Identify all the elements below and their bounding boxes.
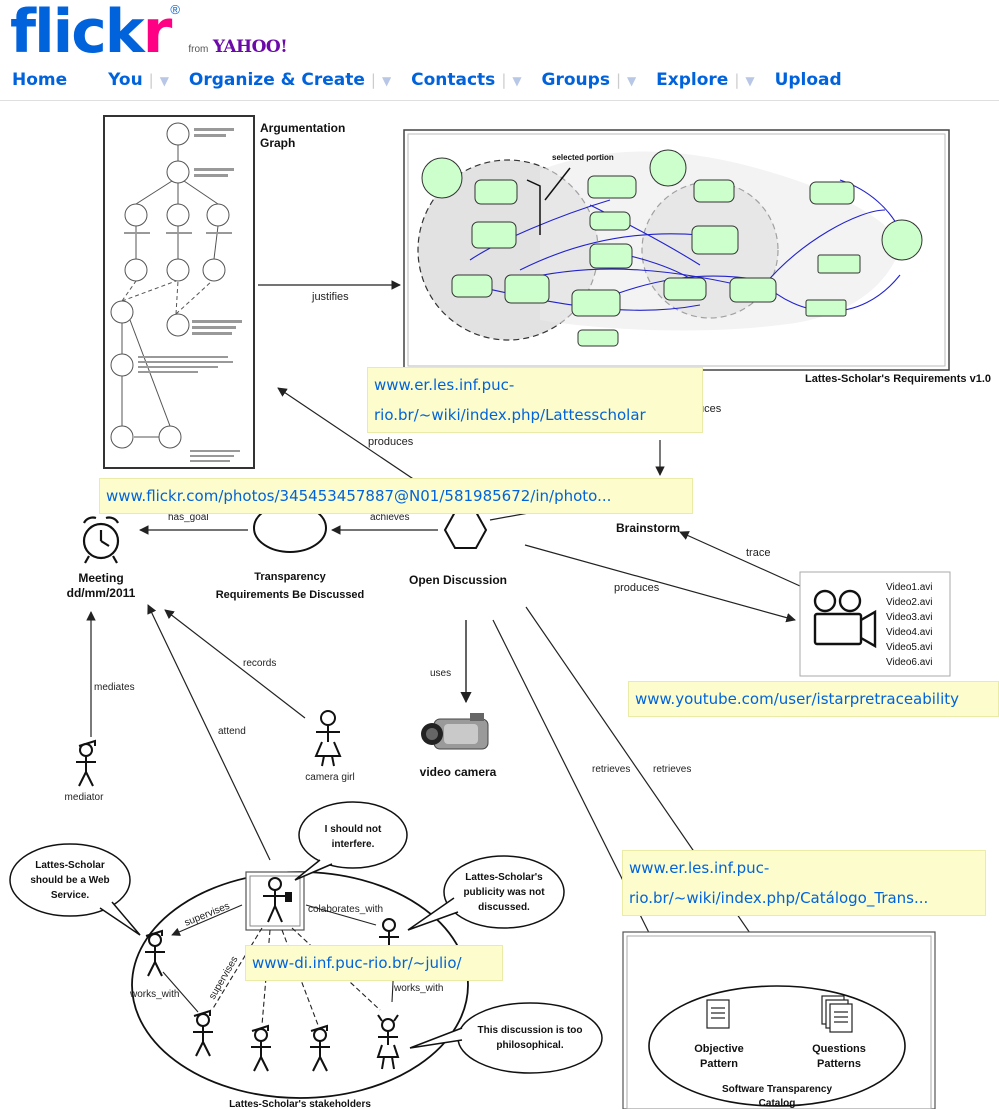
supervisor-figure <box>263 877 292 923</box>
document-icon <box>706 999 730 1029</box>
svg-text:Video1.avi: Video1.avi <box>886 582 933 593</box>
svg-text:Objective: Objective <box>694 1043 744 1055</box>
chevron-down-icon[interactable]: ▼ <box>512 74 522 88</box>
svg-text:Patterns: Patterns <box>817 1058 861 1070</box>
svg-text:Video2.avi: Video2.avi <box>886 597 933 608</box>
svg-text:attend: attend <box>218 726 246 737</box>
svg-text:retrieves: retrieves <box>592 764 630 775</box>
nav-divider <box>0 100 999 101</box>
svg-text:supervises: supervises <box>183 901 231 929</box>
nav-contacts[interactable]: Contacts <box>411 70 496 90</box>
svg-text:Transparency: Transparency <box>254 571 326 583</box>
svg-text:Video6.avi: Video6.avi <box>886 657 933 668</box>
svg-text:I should not: I should not <box>325 824 382 835</box>
documents-icon <box>821 995 853 1033</box>
svg-text:Video4.avi: Video4.avi <box>886 627 933 638</box>
chevron-down-icon[interactable]: ▼ <box>745 74 755 88</box>
svg-text:uses: uses <box>430 668 451 679</box>
selected-portion-label: selected portion <box>552 153 614 162</box>
svg-text:Questions: Questions <box>812 1043 866 1055</box>
note-catalogo-link[interactable]: www.er.les.inf.puc- rio.br/~wiki/index.p… <box>622 850 986 916</box>
chevron-down-icon[interactable]: ▼ <box>627 74 637 88</box>
svg-text:retrieves: retrieves <box>653 764 691 775</box>
svg-text:publicity was not: publicity was not <box>463 887 545 898</box>
film-camera-icon <box>813 589 877 649</box>
note-flickr-photo-link[interactable]: www.flickr.com/photos/345453457887@N01/5… <box>99 478 693 514</box>
svg-text:Lattes-Scholar: Lattes-Scholar <box>35 860 105 871</box>
note-lattes-link[interactable]: www.er.les.inf.puc- rio.br/~wiki/index.p… <box>367 367 703 433</box>
main-nav: Home| You|▼ Organize & Create|▼ Contacts… <box>12 70 842 90</box>
transparency-catalog: Objective Pattern Questions Patterns Sof… <box>622 931 936 1109</box>
svg-text:video camera: video camera <box>420 765 497 779</box>
chevron-down-icon[interactable]: ▼ <box>159 74 169 88</box>
from-label: from <box>188 44 209 55</box>
nav-you[interactable]: You <box>108 70 143 90</box>
svg-text:discussed.: discussed. <box>478 902 530 913</box>
requirements-model: selected portion Lattes-Scholar's Requir… <box>403 129 991 385</box>
requirements-caption: Lattes-Scholar's Requirements v1.0 <box>805 373 991 385</box>
svg-text:Graph: Graph <box>260 136 295 150</box>
yahoo-logo: YAHOO! <box>212 37 288 57</box>
produces-label: produces <box>368 436 414 448</box>
video-camera-icon <box>421 713 489 750</box>
svg-text:trace: trace <box>746 547 770 559</box>
note-julio-link[interactable]: www-di.inf.puc-rio.br/~julio/ <box>245 945 503 981</box>
svg-text:mediator: mediator <box>65 792 105 803</box>
nav-home[interactable]: Home <box>12 70 68 90</box>
svg-text:philosophical.: philosophical. <box>496 1040 563 1051</box>
brainstorm-label: Brainstorm <box>616 521 680 535</box>
nav-upload[interactable]: Upload <box>774 70 842 90</box>
alarm-clock-icon <box>82 516 120 564</box>
task-hexagon <box>443 511 488 549</box>
svg-text:Software Transparency: Software Transparency <box>722 1084 832 1095</box>
svg-text:produces: produces <box>614 582 660 594</box>
justifies-label: justifies <box>311 291 349 303</box>
speech-bubbles: Lattes-Scholar should be a Web Service. … <box>9 801 603 1074</box>
svg-text:Service.: Service. <box>51 890 90 901</box>
nav-explore[interactable]: Explore <box>656 70 729 90</box>
argumentation-graph: Argumentation Graph <box>103 115 345 469</box>
svg-text:records: records <box>243 658 276 669</box>
svg-text:has_goal: has_goal <box>168 512 209 523</box>
svg-text:Pattern: Pattern <box>700 1058 738 1070</box>
svg-text:uces: uces <box>698 403 722 415</box>
svg-text:achieves: achieves <box>370 512 409 523</box>
svg-text:Catalog: Catalog <box>759 1098 796 1109</box>
svg-text:interfere.: interfere. <box>332 839 375 850</box>
svg-text:Requirements Be Discussed: Requirements Be Discussed <box>216 589 365 601</box>
camera-girl-figure <box>314 710 342 767</box>
svg-text:Video5.avi: Video5.avi <box>886 642 933 653</box>
note-youtube-link[interactable]: www.youtube.com/user/istarpretraceabilit… <box>628 681 999 717</box>
flickr-wordmark: flickr <box>10 0 172 67</box>
svg-text:mediates: mediates <box>94 682 135 693</box>
svg-text:works_with: works_with <box>393 983 443 994</box>
svg-text:Lattes-Scholar's: Lattes-Scholar's <box>465 872 543 883</box>
open-discussion-label: Open Discussion <box>409 573 507 587</box>
nav-organize-create[interactable]: Organize & Create <box>188 70 365 90</box>
svg-text:This discussion is too: This discussion is too <box>477 1025 582 1036</box>
svg-text:Video3.avi: Video3.avi <box>886 612 933 623</box>
argumentation-title: Argumentation <box>260 121 345 135</box>
flickr-logo[interactable]: flickr® from YAHOO! <box>10 0 288 67</box>
svg-text:camera girl: camera girl <box>305 772 354 783</box>
photo-diagram[interactable]: Argumentation Graph <box>0 101 999 1109</box>
svg-text:colaborates_with: colaborates_with <box>308 904 383 915</box>
svg-text:Lattes-Scholar's stakeholders: Lattes-Scholar's stakeholders <box>229 1099 371 1109</box>
mediator-figure <box>76 739 96 787</box>
svg-text:works_with: works_with <box>129 989 179 1000</box>
chevron-down-icon[interactable]: ▼ <box>381 74 392 88</box>
meeting-label: Meeting <box>78 571 123 585</box>
svg-text:dd/mm/2011: dd/mm/2011 <box>67 586 136 600</box>
video-file-list: Video1.avi Video2.avi Video3.avi Video4.… <box>886 582 933 668</box>
nav-groups[interactable]: Groups <box>541 70 610 90</box>
svg-text:supervises: supervises <box>207 955 240 1002</box>
svg-text:should be a Web: should be a Web <box>30 875 109 886</box>
